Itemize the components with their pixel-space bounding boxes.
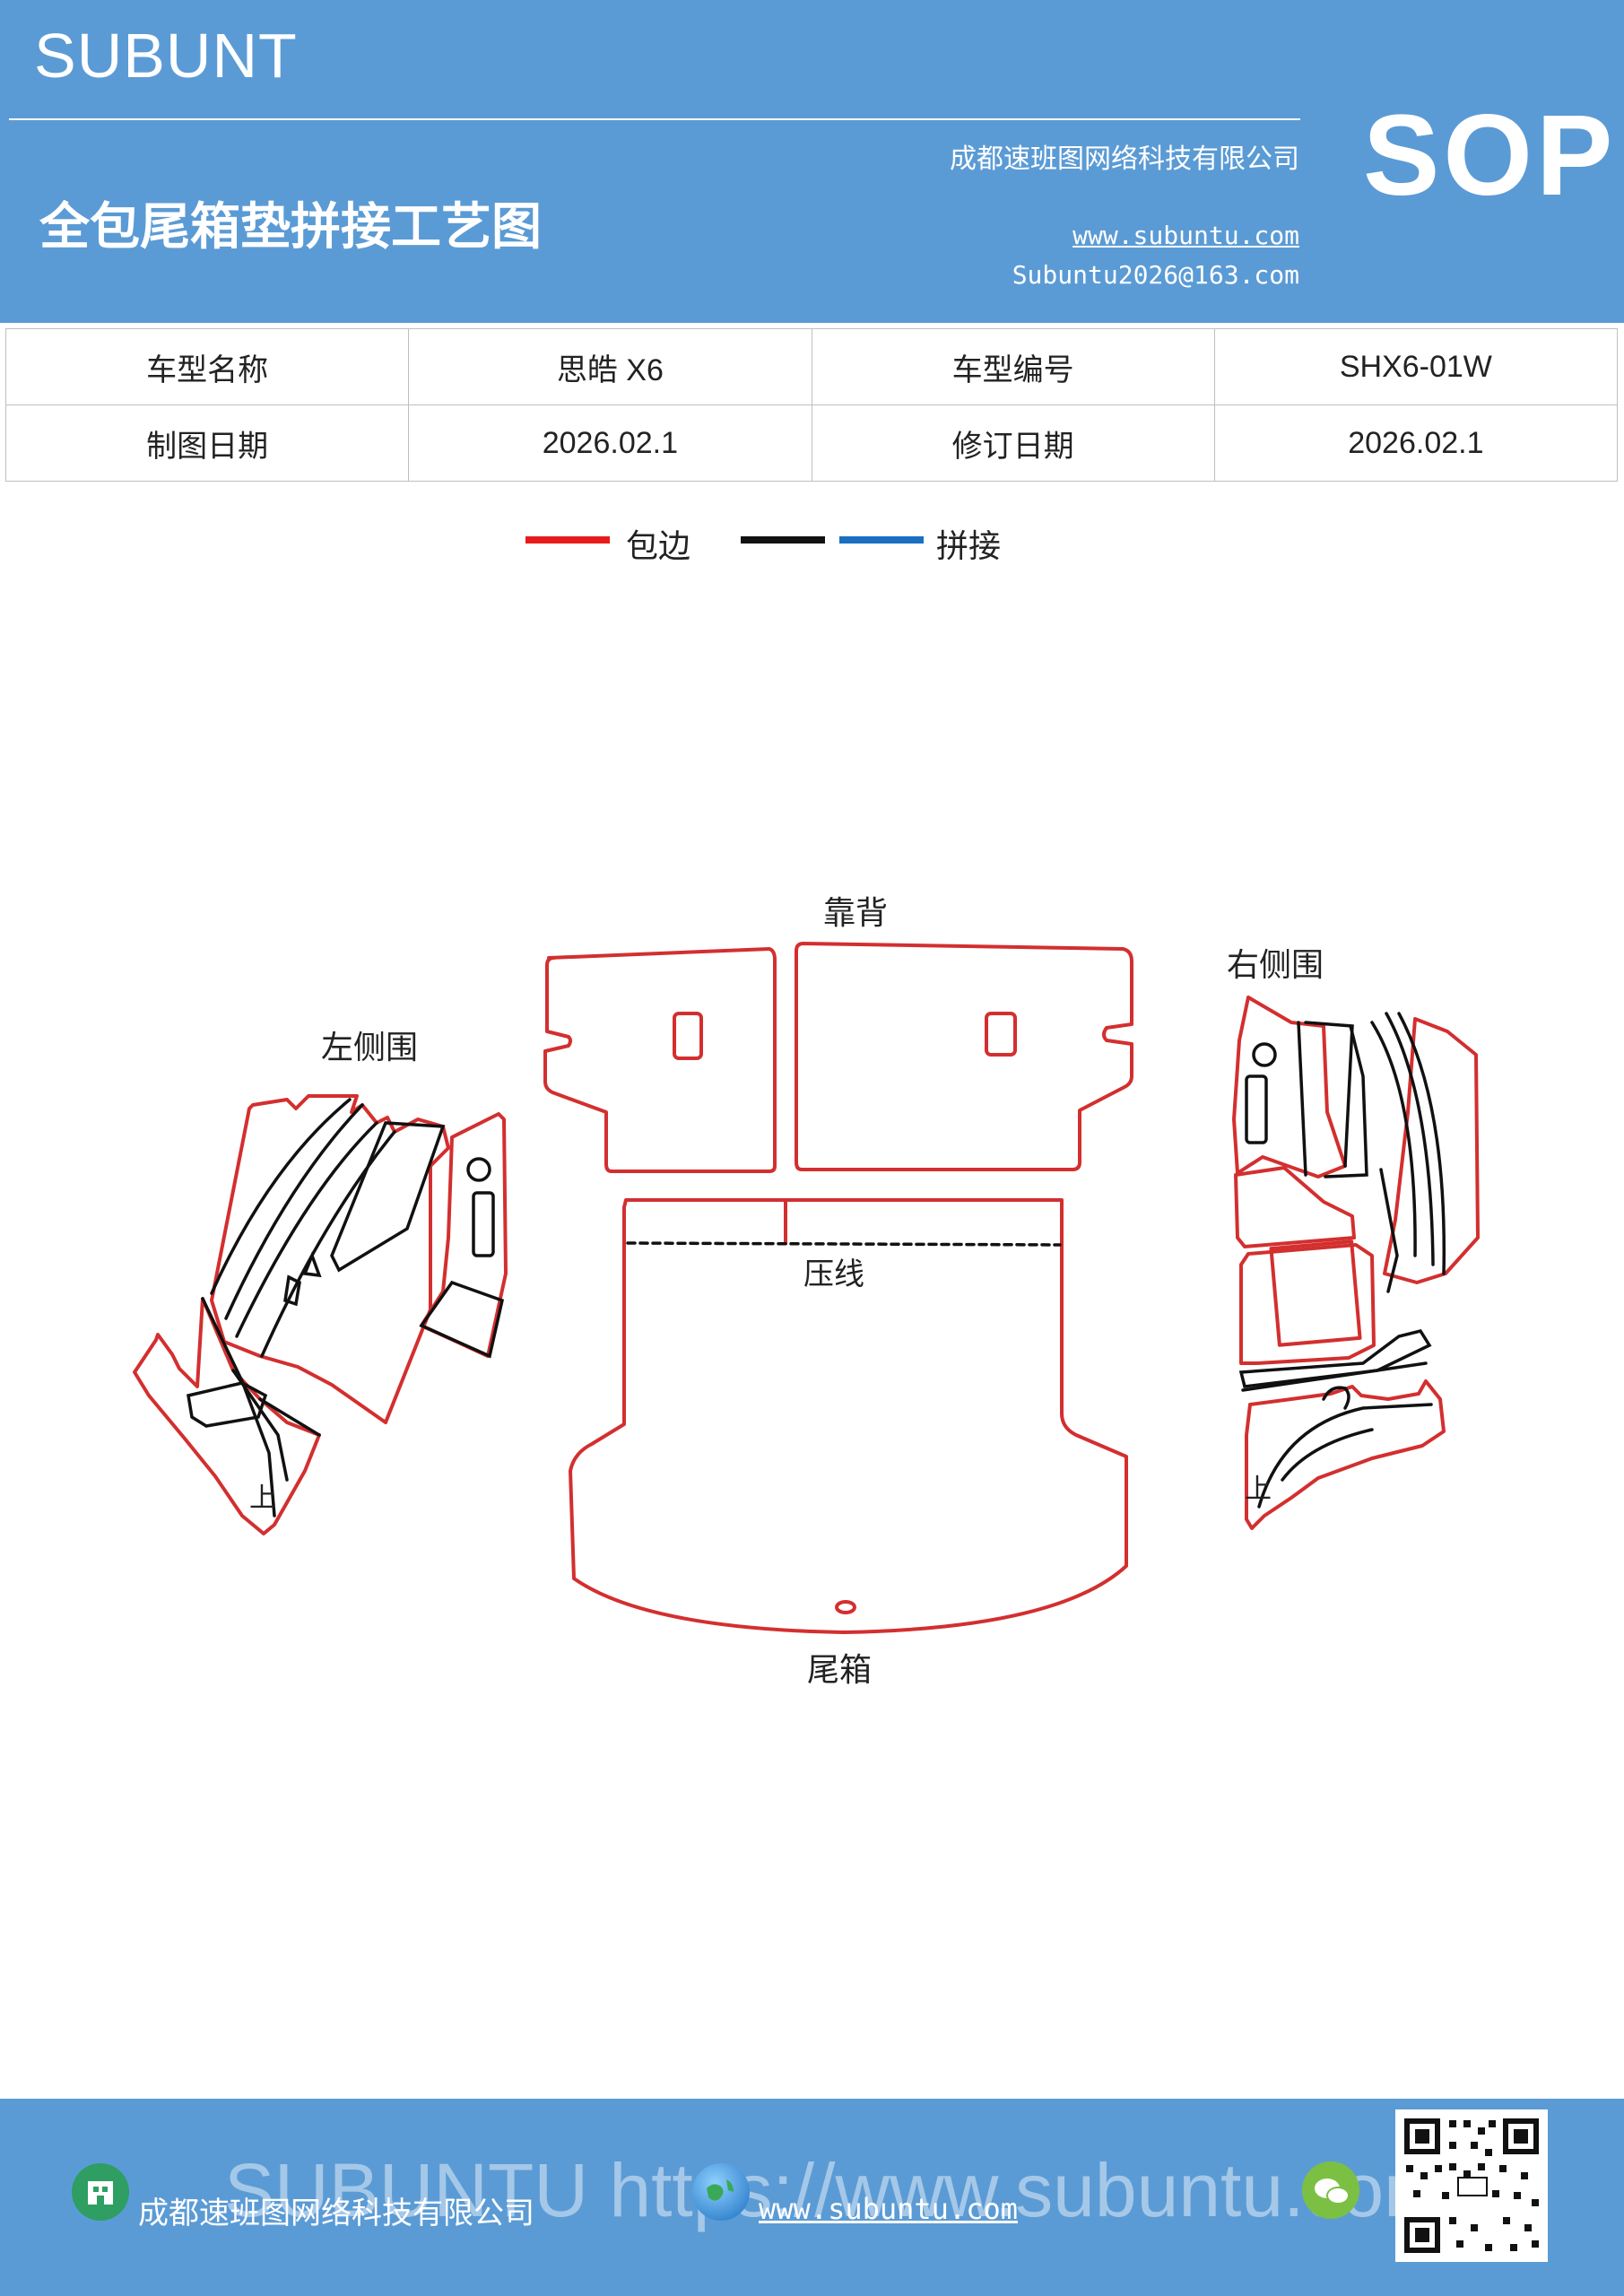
right-side-seam [1385,1012,1435,1266]
press-line [626,1241,1062,1247]
footer-banner: SUBUNTU https://www.subuntu.com 成都速班图网络科… [0,2099,1624,2296]
right-side-mid-outline [1234,1166,1356,1248]
company-name: 成都速班图网络科技有限公司 [950,144,1299,175]
label-left-side: 左侧围 [321,1030,418,1066]
right-side-window-outline [1239,1243,1376,1365]
right-side-seam [1257,1403,1433,1509]
legend-join-black-swatch [741,536,825,544]
label-left-up: 上 [249,1483,276,1514]
table-cell: 思皓 X6 [408,328,812,405]
contact-email: Subuntu2026@163.com [1012,260,1299,290]
footer-website-link[interactable]: www.subuntu.com [759,2192,1018,2226]
table-row: 制图日期 2026.02.1 修订日期 2026.02.1 [4,404,1619,482]
right-side-rear-outline [1383,1017,1480,1284]
right-side-seam [1322,1386,1350,1410]
qr-code-icon [1395,2109,1548,2262]
globe-icon [692,2163,750,2221]
footer-watermark: SUBUNTU https://www.subuntu.com [224,2148,1447,2232]
left-side-seam [187,1381,268,1428]
right-side-slot [1245,1074,1268,1144]
left-side-upper-outline [210,1094,450,1424]
table-cell: 修订日期 [811,404,1215,482]
trunk-hook-hole [835,1600,856,1614]
left-side-seam [224,1103,364,1320]
table-cell: 车型名称 [4,328,410,405]
brand-name: SUBUNT [34,21,298,91]
right-side-seam [1281,1428,1374,1482]
right-side-upper-outline [1232,996,1347,1178]
left-side-seam [283,1274,301,1307]
sop-badge: SOP [1363,91,1617,220]
trunk-mat-diagram: 靠背 左侧围 右侧围 压线 尾箱 上 上 [133,895,1480,1689]
left-side-seam [210,1098,352,1295]
left-side-seam [302,1251,322,1278]
right-side-seam [1379,1168,1399,1293]
table-row: 车型名称 思皓 X6 车型编号 SHX6-01W [4,328,1619,405]
table-cell: 制图日期 [4,404,410,482]
legend: 包边 拼接 [0,520,1624,574]
building-icon [72,2163,129,2221]
right-side-seam [1241,1361,1428,1392]
header-banner: SUBUNT 全包尾箱垫拼接工艺图 成都速班图网络科技有限公司 www.subu… [0,0,1624,323]
legend-edge-swatch [525,536,610,544]
legend-edge-label: 包边 [626,528,691,565]
left-side-seam [258,1397,321,1437]
right-side-window-cutout [1269,1239,1362,1347]
left-side-lower-outline [133,1297,321,1535]
left-side-hole [466,1157,491,1182]
left-side-seam [235,1121,378,1338]
wechat-icon [1302,2161,1359,2219]
right-side-hole [1252,1042,1277,1067]
vehicle-info-table: 车型名称 思皓 X6 车型编号 SHX6-01W 制图日期 2026.02.1 … [4,328,1619,482]
backrest-left-slot [673,1012,703,1060]
right-side-seam [1324,1024,1368,1178]
right-side-seam [1297,1021,1307,1177]
left-side-seam [231,1369,289,1482]
table-cell: SHX6-01W [1213,328,1619,405]
backrest-left-panel [543,947,777,1173]
label-backrest: 靠背 [823,895,888,932]
right-side-seam [1304,1021,1354,1168]
table-cell: 2026.02.1 [1213,404,1619,482]
backrest-right-panel [795,942,1133,1171]
left-side-seam [419,1280,505,1359]
left-side-seam [330,1121,446,1273]
right-side-seam [1238,1328,1432,1388]
left-side-seam [260,1130,396,1358]
label-right-side: 右侧围 [1227,947,1324,984]
website-link[interactable]: www.subuntu.com [1073,221,1299,250]
right-side-seam [1370,1021,1417,1257]
left-side-slot [472,1191,495,1257]
label-right-up: 上 [1245,1474,1272,1505]
right-side-seam [1397,1012,1446,1275]
footer-company: 成都速班图网络科技有限公司 [138,2196,534,2231]
legend-join-label: 拼接 [936,528,1002,565]
backrest-right-slot [985,1012,1017,1057]
right-side-lower-outline [1245,1379,1446,1530]
legend-join-blue-swatch [839,536,924,544]
table-cell: 2026.02.1 [408,404,812,482]
trunk-floor-panel [569,1198,1128,1634]
label-press-line: 压线 [803,1257,864,1292]
label-trunk: 尾箱 [807,1652,872,1689]
table-cell: 车型编号 [811,328,1215,405]
header-divider [9,118,1300,120]
document-title: 全包尾箱垫拼接工艺图 [39,198,542,257]
